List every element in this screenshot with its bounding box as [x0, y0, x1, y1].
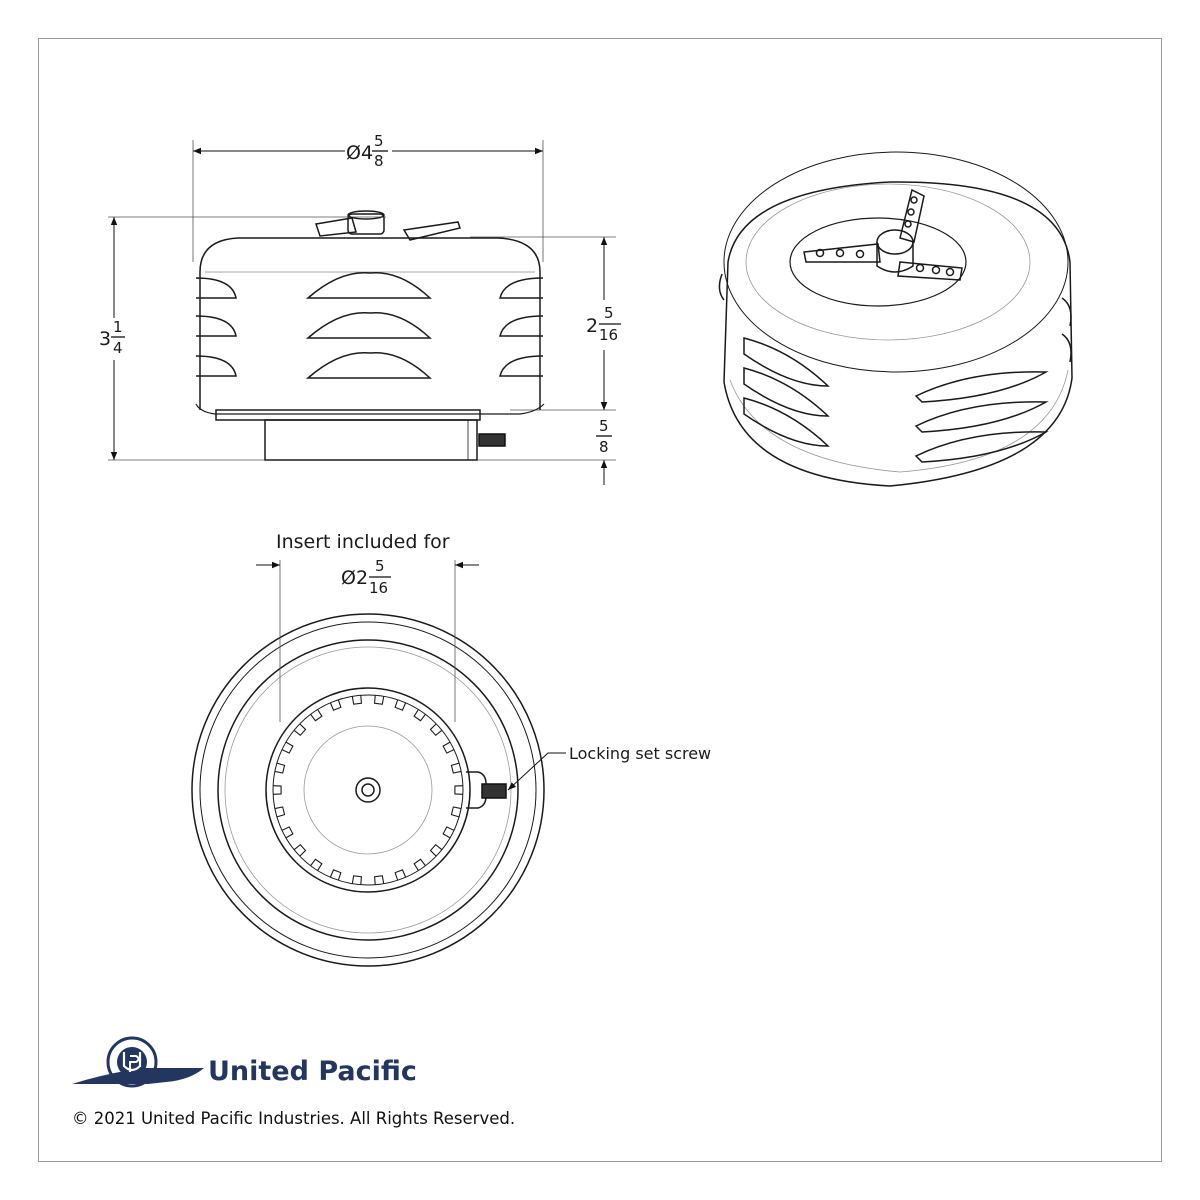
insert-tooth: [310, 709, 323, 722]
dim-body-height: 2 5 16: [586, 304, 621, 344]
insert-tooth: [450, 762, 462, 774]
insert-tooth: [281, 826, 294, 839]
bottom-view: [191, 560, 566, 967]
dim-insert-diameter: Ø2 5 16: [341, 557, 391, 597]
insert-tooth: [274, 762, 286, 774]
svg-text:5: 5: [604, 304, 614, 322]
brand-name: United Pacific: [208, 1056, 417, 1087]
brand-logo: [72, 1036, 204, 1088]
copyright-text: © 2021 United Pacific Industries. All Ri…: [72, 1109, 516, 1128]
insert-tooth: [450, 806, 462, 818]
svg-text:8: 8: [599, 438, 609, 456]
insert-note: Insert included for: [276, 531, 450, 553]
svg-text:5: 5: [374, 132, 384, 150]
insert-tooth: [442, 826, 455, 839]
drawing-frame: [38, 38, 1162, 1162]
dim-overall-height: 3 1 4: [99, 318, 125, 357]
svg-text:4: 4: [113, 339, 123, 357]
svg-text:Ø4: Ø4: [346, 142, 373, 164]
insert-tooth: [293, 723, 307, 737]
insert-tooth: [429, 723, 443, 737]
insert-tooth: [281, 741, 294, 754]
svg-text:3: 3: [99, 328, 111, 350]
insert-tooth: [374, 875, 385, 885]
svg-text:1: 1: [113, 318, 123, 336]
insert-tooth: [413, 709, 426, 722]
svg-text:16: 16: [599, 326, 618, 344]
insert-tooth: [310, 858, 323, 871]
insert-tooth: [394, 869, 407, 881]
dim-base-height: 5 8: [596, 417, 612, 456]
insert-tooth: [429, 843, 443, 857]
svg-text:8: 8: [374, 152, 384, 170]
insert-tooth: [293, 843, 307, 857]
isometric-view: [718, 151, 1073, 487]
insert-tooth: [413, 858, 426, 871]
insert-tooth: [274, 806, 286, 818]
svg-text:5: 5: [599, 417, 609, 435]
svg-text:16: 16: [369, 579, 388, 597]
set-screw-label: Locking set screw: [569, 744, 711, 763]
svg-text:2: 2: [586, 315, 598, 337]
side-view: [108, 140, 616, 485]
insert-tooth: [351, 875, 362, 885]
insert-tooth: [374, 695, 385, 705]
insert-tooth: [329, 699, 342, 711]
dim-overall-diameter: Ø4 5 8: [346, 132, 388, 170]
svg-text:5: 5: [375, 557, 385, 575]
svg-text:Ø2: Ø2: [341, 567, 368, 589]
insert-tooth: [394, 699, 407, 711]
insert-tooth: [273, 785, 282, 795]
insert-tooth: [351, 695, 362, 705]
insert-tooth: [442, 741, 455, 754]
insert-tooth: [454, 785, 463, 795]
insert-tooth: [329, 869, 342, 881]
